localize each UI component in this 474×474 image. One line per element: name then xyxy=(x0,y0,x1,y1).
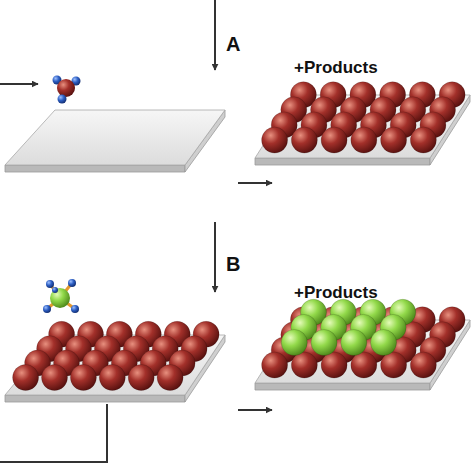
atom-sphere xyxy=(351,127,377,153)
atom-sphere xyxy=(311,330,337,356)
precursor-molecule xyxy=(53,76,81,104)
process-arrow xyxy=(238,182,272,184)
precursor-molecule xyxy=(43,279,79,313)
atom-sphere xyxy=(410,127,436,153)
atom-sphere xyxy=(262,352,288,378)
step-label: A xyxy=(226,34,240,54)
atom-sphere xyxy=(70,365,96,391)
process-arrow xyxy=(238,409,272,411)
substrate-plate xyxy=(5,110,225,172)
atom-sphere xyxy=(157,365,183,391)
atom-sphere xyxy=(321,352,347,378)
step-arrow xyxy=(214,222,216,292)
atom-sphere xyxy=(371,330,397,356)
substrate-plate xyxy=(255,95,470,165)
atom-sphere xyxy=(351,352,377,378)
feed-arrow xyxy=(0,83,38,85)
atom-sphere xyxy=(128,365,154,391)
atom-sphere xyxy=(410,352,436,378)
atom-sphere xyxy=(291,127,317,153)
atom-sphere xyxy=(281,330,307,356)
step-arrow xyxy=(214,0,216,70)
atom-sphere xyxy=(262,127,288,153)
atom-sphere xyxy=(291,352,317,378)
atom-sphere xyxy=(99,365,125,391)
atom-sphere xyxy=(42,365,68,391)
atom-sphere xyxy=(13,365,39,391)
atom-sphere xyxy=(381,127,407,153)
loop-line xyxy=(0,404,107,462)
products-label: +Products xyxy=(294,59,378,76)
step-label: B xyxy=(226,254,240,274)
atom-sphere xyxy=(321,127,347,153)
substrate-plate xyxy=(5,335,225,402)
atom-sphere xyxy=(341,330,367,356)
atom-sphere xyxy=(381,352,407,378)
products-label: +Products xyxy=(294,284,378,301)
